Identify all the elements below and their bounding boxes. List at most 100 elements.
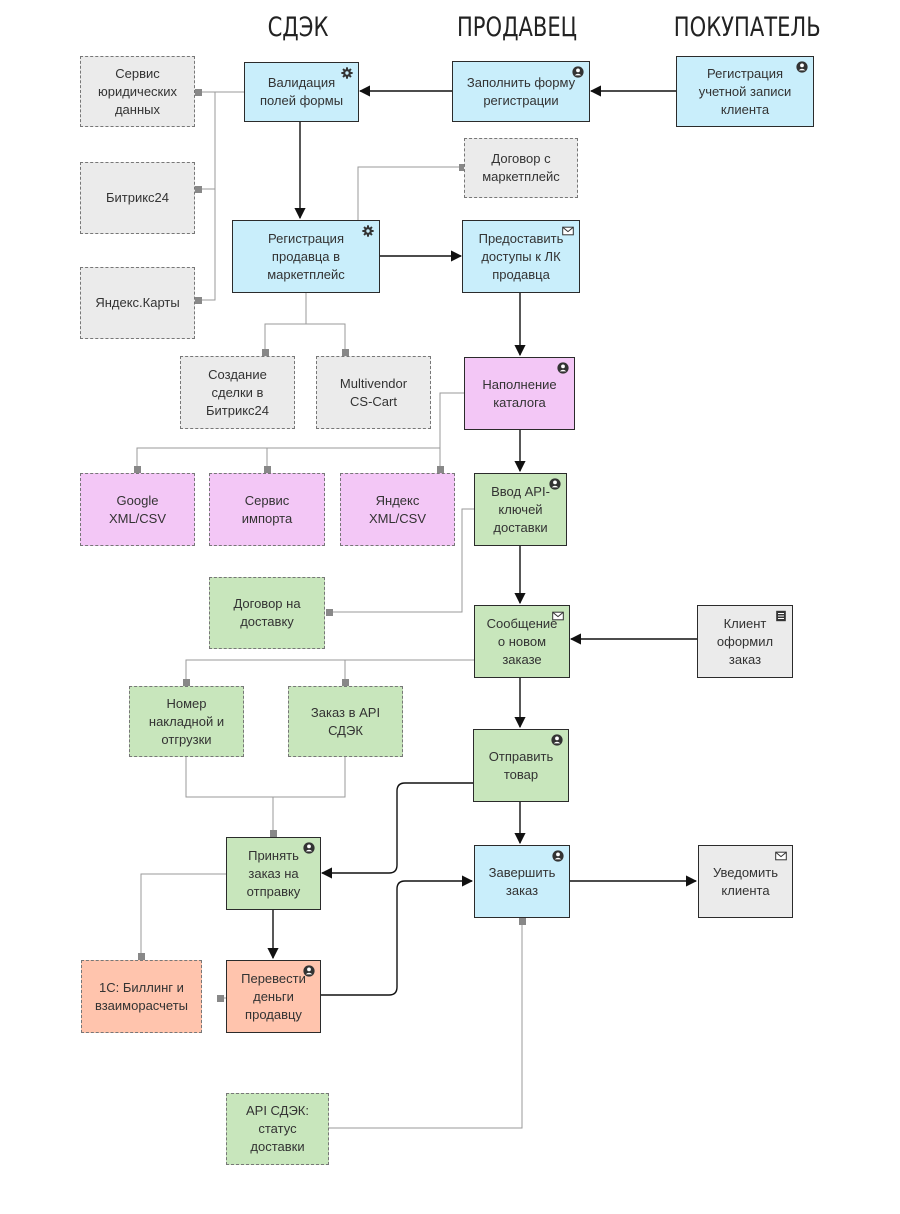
connector-port — [519, 918, 526, 925]
user-icon — [549, 478, 561, 490]
connector-port — [195, 186, 202, 193]
artifact-label: Сервис юридических данных — [97, 65, 178, 117]
flow-transfer-to-complete — [321, 875, 474, 996]
connector-port — [134, 466, 141, 473]
artifact-label: Договор с маркетплейс — [482, 151, 560, 184]
artifact-label: Сервис импорта — [241, 492, 293, 526]
artifact-label: Создание сделки в Битрикс24 — [205, 366, 270, 418]
event-client-placed-order[interactable]: Клиент оформил заказ — [697, 605, 793, 678]
artifact-bitrix24-deal: Создание сделки в Битрикс24 — [180, 356, 295, 429]
task-label: Заполнить форму регистрации — [466, 74, 576, 108]
lane-title-seller: ПРОДАВЕЦ — [456, 12, 578, 43]
task-notify-client[interactable]: Уведомить клиента — [698, 845, 793, 918]
artifact-label: API СДЭК: статус доставки — [245, 1103, 309, 1154]
artifact-label: 1С: Биллинг и взаиморасчеты — [94, 979, 189, 1013]
task-provide-seller-access[interactable]: Предоставить доступы к ЛК продавца — [462, 220, 580, 293]
task-client-registration[interactable]: Регистрация учетной записи клиента — [676, 56, 814, 127]
task-new-order-message[interactable]: Сообщение о новом заказе — [474, 605, 570, 678]
mail-icon — [552, 611, 564, 621]
assoc-line-complete-api-status — [329, 920, 523, 1129]
task-label: Ввод API- ключей доставки — [491, 483, 550, 535]
artifact-label: Google XML/CSV — [108, 492, 167, 526]
artifact-label: Multivendor CS-Cart — [339, 375, 408, 409]
document-icon — [776, 610, 786, 622]
user-icon — [796, 61, 808, 73]
user-icon — [551, 734, 563, 746]
task-label: Перевести деньги продавцу — [241, 970, 306, 1022]
task-label: Отправить товар — [488, 748, 554, 782]
artifact-label: Яндекс XML/CSV — [368, 492, 427, 526]
event-label: Клиент оформил заказ — [716, 615, 774, 667]
lane-title-cdek: СДЭК — [267, 12, 329, 43]
task-form-validation[interactable]: Валидация полей формы — [244, 62, 359, 122]
assoc-line-accept-billing — [140, 873, 226, 956]
connector-port — [217, 995, 224, 1002]
artifact-label: Битрикс24 — [105, 190, 170, 205]
task-label: Регистрация учетной записи клиента — [698, 65, 792, 117]
gear-icon — [341, 67, 353, 79]
task-label: Принять заказ на отправку — [246, 847, 301, 899]
artifact-multivendor-cscart: Multivendor CS-Cart — [316, 356, 431, 429]
task-label: Сообщение о новом заказе — [486, 615, 558, 667]
task-complete-order[interactable]: Завершить заказ — [474, 845, 570, 918]
assoc-line-seller-reg-cscart — [306, 323, 346, 352]
artifact-label: Заказ в API СДЭК — [310, 704, 381, 738]
connector-port — [459, 164, 466, 171]
artifact-yandex-maps: Яндекс.Карты — [80, 267, 195, 339]
task-accept-order-for-shipping[interactable]: Принять заказ на отправку — [226, 837, 321, 910]
artifact-google-xml-csv: Google XML/CSV — [80, 473, 195, 546]
task-seller-registration[interactable]: Регистрация продавца в маркетплейс — [232, 220, 380, 293]
task-label: Предоставить доступы к ЛК продавца — [478, 230, 564, 282]
artifact-import-service: Сервис импорта — [209, 473, 325, 546]
task-fill-catalog[interactable]: Наполнение каталога — [464, 357, 575, 430]
connector-port — [264, 466, 271, 473]
user-icon — [303, 965, 315, 977]
artifact-cdek-api-order: Заказ в API СДЭК — [288, 686, 403, 757]
gear-icon — [362, 225, 374, 237]
assoc-line-waybill-accept — [185, 757, 346, 798]
artifact-legal-data-service: Сервис юридических данных — [80, 56, 195, 127]
task-label: Валидация полей формы — [259, 75, 344, 108]
task-enter-delivery-api-keys[interactable]: Ввод API- ключей доставки — [474, 473, 567, 546]
mail-icon — [775, 851, 787, 861]
artifact-marketplace-contract: Договор с маркетплейс — [464, 138, 578, 198]
task-transfer-money-to-seller[interactable]: Перевести деньги продавцу — [226, 960, 321, 1033]
assoc-line-marketplace-contract — [357, 166, 462, 220]
artifact-bitrix24: Битрикс24 — [80, 162, 195, 234]
mail-icon — [562, 226, 574, 236]
connector-port — [183, 679, 190, 686]
artifact-1c-billing: 1С: Биллинг и взаиморасчеты — [81, 960, 202, 1033]
artifact-label: Договор на доставку — [233, 596, 301, 629]
connector-port — [342, 349, 349, 356]
artifact-yandex-xml-csv: Яндекс XML/CSV — [340, 473, 455, 546]
assoc-line-message-waybill — [185, 659, 474, 682]
user-icon — [557, 362, 569, 374]
artifact-cdek-api-delivery-status: API СДЭК: статус доставки — [226, 1093, 329, 1165]
connector-port — [138, 953, 145, 960]
user-icon — [303, 842, 315, 854]
connector-port — [262, 349, 269, 356]
connector-port — [195, 297, 202, 304]
assoc-line-api-keys-contract — [329, 508, 474, 613]
connector-port — [326, 609, 333, 616]
connector-port — [342, 679, 349, 686]
task-label: Завершить заказ — [488, 864, 556, 898]
assoc-line-seller-reg-deals — [264, 292, 307, 352]
user-icon — [552, 850, 564, 862]
task-label: Регистрация продавца в маркетплейс — [267, 230, 345, 282]
task-fill-registration-form[interactable]: Заполнить форму регистрации — [452, 61, 590, 122]
lane-title-buyer: ПОКУПАТЕЛЬ — [673, 12, 821, 43]
task-ship-goods[interactable]: Отправить товар — [473, 729, 569, 802]
connector-port — [437, 466, 444, 473]
task-label: Наполнение каталога — [482, 376, 557, 410]
task-label: Уведомить клиента — [713, 864, 778, 898]
artifact-delivery-contract: Договор на доставку — [209, 577, 325, 649]
user-icon — [572, 66, 584, 78]
artifact-waybill-number: Номер накладной и отгрузки — [129, 686, 244, 757]
connector-port — [195, 89, 202, 96]
artifact-label: Номер накладной и отгрузки — [148, 695, 225, 747]
flow-ship-to-accept — [320, 782, 473, 879]
assoc-line-validation-services — [198, 91, 244, 301]
